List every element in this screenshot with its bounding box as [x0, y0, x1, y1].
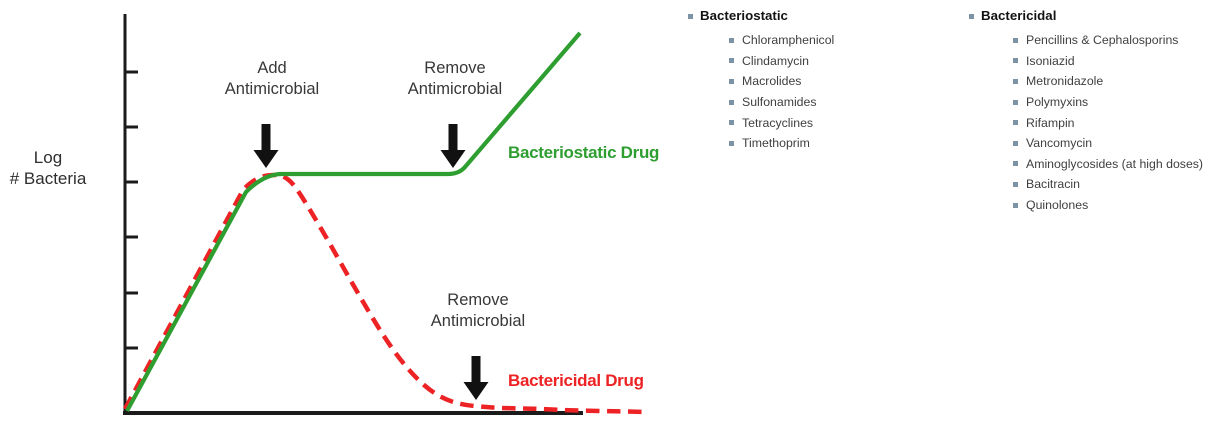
list-item: Bacitracin: [965, 174, 1203, 195]
drug-name: Sulfonamides: [742, 95, 817, 110]
drug-name: Macrolides: [742, 74, 802, 89]
remove-antimicrobial-top-annotation: Remove Antimicrobial: [407, 59, 503, 98]
bactericidal-drug-list: Bactericidal Pencillins & Cephalosporins…: [965, 8, 1203, 215]
list-item: Vancomycin: [965, 133, 1203, 154]
bacteriostatic-list-items: Chloramphenicol Clindamycin Macrolides S…: [684, 30, 834, 154]
square-bullet-icon: [688, 13, 693, 19]
list-item: Metronidazole: [965, 71, 1203, 92]
list-item: Clindamycin: [684, 51, 834, 72]
list-item: Aminoglycosides (at high doses): [965, 154, 1203, 175]
list-title: Bactericidal: [981, 8, 1057, 23]
list-item: Sulfonamides: [684, 92, 834, 113]
drug-name: Polymyxins: [1026, 95, 1089, 110]
bacteriostatic-curve: [125, 31, 582, 413]
bacteriostatic-drug-list: Bacteriostatic Chloramphenicol Clindamyc…: [684, 8, 834, 154]
remove-antimicrobial-bottom-annotation: Remove Antimicrobial: [430, 291, 526, 330]
square-bullet-icon: [729, 120, 734, 126]
remove-antimicrobial-top-down-arrow-icon: [440, 124, 466, 168]
square-bullet-icon: [729, 78, 734, 84]
list-item: Timethoprim: [684, 133, 834, 154]
square-bullet-icon: [1013, 37, 1018, 43]
drug-name: Isoniazid: [1026, 53, 1075, 68]
square-bullet-icon: [729, 58, 734, 64]
list-item: Quinolones: [965, 195, 1203, 216]
add-antimicrobial-annotation: Add Antimicrobial: [224, 59, 320, 98]
square-bullet-icon: [1013, 120, 1018, 126]
drug-name: Chloramphenicol: [742, 33, 835, 48]
square-bullet-icon: [1013, 140, 1018, 146]
bactericidal-list-items: Pencillins & Cephalosporins Isoniazid Me…: [965, 30, 1203, 215]
y-axis-ticks: [125, 70, 138, 350]
drug-name: Rifampin: [1026, 115, 1075, 130]
drug-name: Timethoprim: [742, 136, 810, 151]
drug-name: Quinolones: [1026, 198, 1089, 213]
growth-curve-chart: [123, 14, 647, 415]
bacteriostatic-list-header: Bacteriostatic: [684, 8, 834, 24]
bactericidal-list-header: Bactericidal: [965, 8, 1203, 24]
bactericidal-curve-label: Bactericidal Drug: [508, 371, 644, 390]
list-item: Chloramphenicol: [684, 30, 834, 51]
square-bullet-icon: [1013, 161, 1018, 167]
square-bullet-icon: [969, 13, 974, 19]
list-item: Polymyxins: [965, 92, 1203, 113]
list-item: Rifampin: [965, 112, 1203, 133]
drug-name: Aminoglycosides (at high doses): [1026, 156, 1204, 171]
drug-name: Pencillins & Cephalosporins: [1026, 33, 1179, 48]
square-bullet-icon: [1013, 78, 1018, 84]
list-title: Bacteriostatic: [700, 8, 788, 23]
list-item: Pencillins & Cephalosporins: [965, 30, 1203, 51]
square-bullet-icon: [729, 99, 734, 105]
growth-curve-figure: Log # Bacteria Add Antimicrobial Remove …: [9, 14, 660, 415]
add-antimicrobial-down-arrow-icon: [253, 124, 279, 168]
square-bullet-icon: [1013, 181, 1018, 187]
list-item: Tetracyclines: [684, 112, 834, 133]
square-bullet-icon: [1013, 99, 1018, 105]
square-bullet-icon: [1013, 58, 1018, 64]
drug-name: Bacitracin: [1026, 177, 1080, 192]
drug-name: Vancomycin: [1026, 136, 1093, 151]
square-bullet-icon: [729, 37, 734, 43]
bacteriostatic-curve-label: Bacteriostatic Drug: [508, 143, 660, 162]
square-bullet-icon: [1013, 202, 1018, 208]
drug-name: Tetracyclines: [742, 115, 814, 130]
y-axis-label: Log # Bacteria: [9, 148, 87, 189]
drug-name: Metronidazole: [1026, 74, 1104, 89]
bactericidal-curve: [123, 172, 647, 415]
list-item: Isoniazid: [965, 51, 1203, 72]
list-item: Macrolides: [684, 71, 834, 92]
square-bullet-icon: [729, 140, 734, 146]
drug-name: Clindamycin: [742, 53, 809, 68]
remove-antimicrobial-bottom-down-arrow-icon: [463, 356, 489, 400]
